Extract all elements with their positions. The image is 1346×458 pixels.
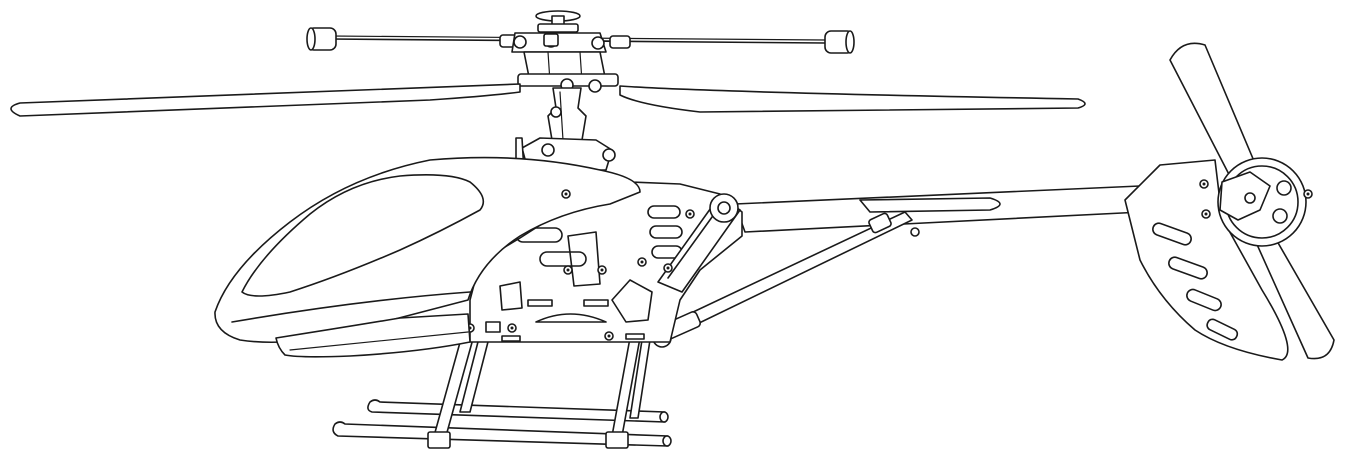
main-frame xyxy=(466,182,742,342)
flybar xyxy=(307,28,854,53)
canopy xyxy=(215,158,640,357)
main-blade-left xyxy=(11,84,520,116)
tail-fin xyxy=(1125,160,1288,360)
landing-gear xyxy=(333,328,671,448)
tail-assembly xyxy=(1125,43,1334,360)
tail-blade-upper xyxy=(1170,43,1262,188)
rotor-head xyxy=(512,11,618,172)
main-rotor-blades xyxy=(11,84,1085,116)
canopy-window xyxy=(242,175,483,296)
tail-boom xyxy=(653,186,1142,347)
tail-blade-lower xyxy=(1246,215,1334,359)
main-blade-right xyxy=(620,86,1085,112)
